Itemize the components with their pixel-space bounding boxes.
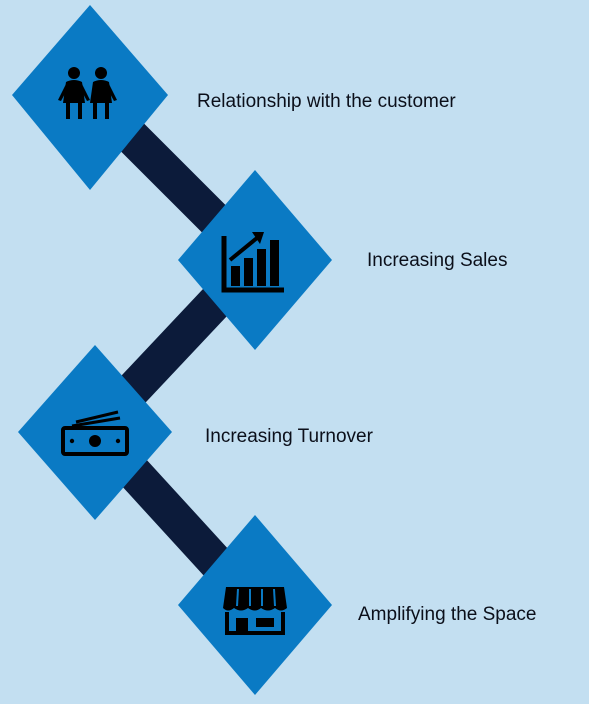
step-1-label: Relationship with the customer	[197, 91, 456, 112]
step-1-diamond	[12, 5, 168, 190]
step-2-node	[178, 170, 332, 350]
step-3-label: Increasing Turnover	[205, 426, 373, 447]
step-2-label: Increasing Sales	[367, 250, 508, 271]
step-4-label: Amplifying the Space	[358, 604, 537, 625]
growth-chart-icon	[221, 232, 284, 293]
step-3-diamond	[18, 345, 172, 520]
step-2-diamond	[178, 170, 332, 350]
step-3-node	[18, 345, 172, 520]
step-4-node	[178, 515, 332, 695]
step-1-node	[12, 5, 168, 190]
storefront-icon	[223, 587, 287, 635]
couple-icon	[58, 67, 117, 119]
cash-icon	[61, 410, 129, 456]
